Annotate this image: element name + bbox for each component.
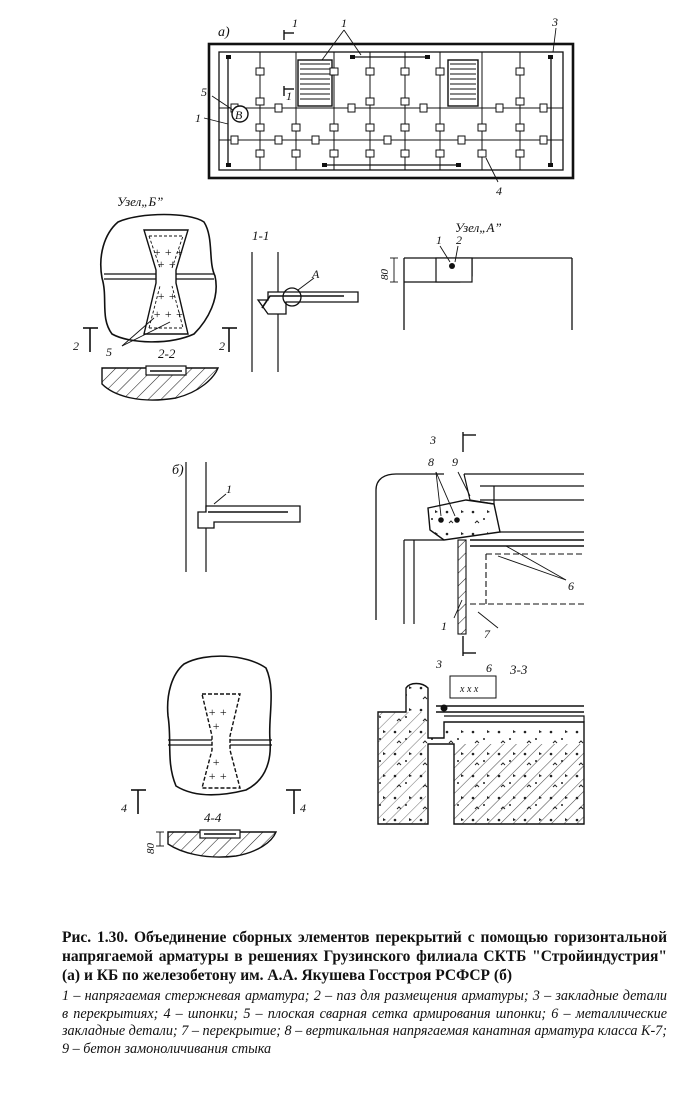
section-3-3-label: 3-3	[509, 662, 528, 677]
joint-mark-1: 1	[441, 619, 447, 633]
panel-b-label: б)	[172, 463, 184, 478]
svg-text:+: +	[212, 755, 220, 769]
dim-80-node-a: 80	[379, 269, 391, 281]
plan-mark-1-left: 1	[195, 111, 201, 125]
joint-mark-9: 9	[452, 455, 458, 469]
node-4-detail: + + + + + + 4 4 4-4 80	[121, 655, 306, 858]
node-b-circle-letter: В	[235, 108, 243, 122]
joint-mark-7: 7	[484, 627, 491, 641]
dim-80-section-4-4: 80	[145, 843, 157, 855]
figure-caption: Рис. 1.30. Объединение сборных элементов…	[62, 928, 667, 1058]
cut-mark-3-top: 3	[429, 433, 436, 447]
section-1-1: 1-1 А	[251, 228, 359, 372]
svg-text:+ +: + +	[208, 769, 227, 783]
section-3-3-mark-6: 6	[486, 661, 492, 675]
figure-drawing: а)	[73, 15, 585, 858]
svg-text:+ +: + +	[208, 705, 227, 719]
section-2-2-label: 2-2	[158, 346, 176, 361]
node-b-mark-5: 5	[106, 345, 112, 359]
node-b-detail: Узел„Б” + + + + + + + + + + 2 2 5 2-2	[73, 194, 237, 401]
cut-mark-4-left: 4	[121, 801, 127, 815]
cut-mark-4-right: 4	[300, 801, 306, 815]
section-4-4-label: 4-4	[204, 810, 222, 825]
svg-text:+: +	[212, 719, 220, 733]
cut-mark-3-bottom: 3	[435, 657, 442, 671]
svg-text:+ +: + +	[157, 257, 176, 271]
svg-text:+ +: + +	[157, 289, 176, 303]
node-a-ref: А	[311, 267, 320, 281]
cut-mark-2-left: 2	[73, 339, 79, 353]
svg-text:+ + +: + + +	[153, 307, 183, 321]
svg-text:+ + +: + + +	[153, 245, 183, 259]
cut-mark-1-top: 1	[292, 16, 298, 30]
joint-mark-6: 6	[568, 579, 574, 593]
cut-mark-2-right: 2	[219, 339, 225, 353]
floor-plan: а)	[195, 15, 575, 198]
panel-b-mark-1: 1	[226, 482, 232, 496]
section-1-1-label: 1-1	[252, 228, 269, 243]
plan-mark-5: 5	[201, 85, 207, 99]
node-a-mark-2: 2	[456, 233, 462, 247]
svg-text:x x x: x x x	[459, 684, 479, 695]
panel-b-section: б) 1	[172, 462, 301, 572]
node-a-detail: Узел„А” 80 1 2	[379, 220, 573, 330]
joint-mark-8: 8	[428, 455, 434, 469]
panel-a-label: а)	[218, 25, 230, 40]
plan-mark-3: 3	[551, 15, 558, 29]
joint-detail: 3 3 8 9 6 7 1	[375, 432, 584, 671]
caption-legend: 1 – напрягаемая стержневая арматура; 2 –…	[62, 988, 667, 1057]
node-a-title: Узел„А”	[455, 220, 502, 235]
node-a-mark-1: 1	[436, 233, 442, 247]
section-3-3: 3-3 6 x x x	[377, 661, 585, 825]
plan-mark-4: 4	[496, 184, 502, 198]
cut-mark-1-bottom: 1	[286, 89, 292, 103]
caption-title: Рис. 1.30. Объединение сборных элементов…	[62, 929, 667, 984]
plan-mark-1: 1	[341, 16, 347, 30]
node-b-title: Узел„Б”	[117, 194, 163, 209]
